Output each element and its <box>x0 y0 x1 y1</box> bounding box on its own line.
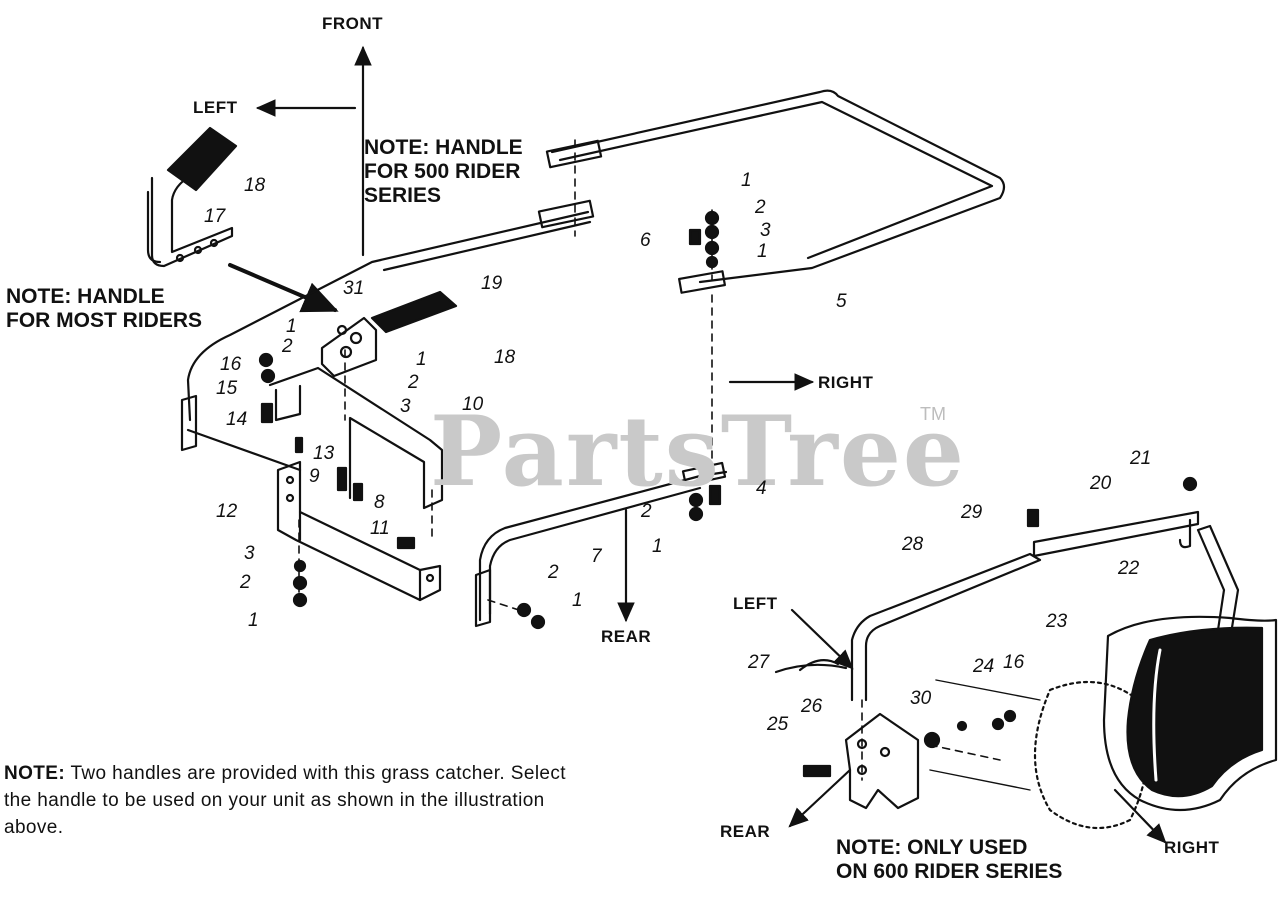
callout-2-e: 2 <box>755 197 766 218</box>
watermark-trademark: TM <box>920 404 946 424</box>
callout-18-top: 18 <box>244 175 266 196</box>
rod-end-bracket-d <box>681 461 727 487</box>
frame-rod-upper <box>550 89 1006 284</box>
callout-21: 21 <box>1130 448 1152 469</box>
callout-6: 6 <box>640 230 651 251</box>
callout-31: 31 <box>343 278 365 299</box>
callout-10: 10 <box>462 394 484 415</box>
callout-2-b: 2 <box>408 372 419 393</box>
handle-18-grip-mid <box>370 290 458 334</box>
callout-24: 24 <box>973 656 995 677</box>
hitch-bracket-10 <box>268 366 444 510</box>
callout-1-e: 1 <box>741 170 752 191</box>
catcher-hanger <box>1196 524 1240 642</box>
mount-plate-12-lip <box>298 510 422 602</box>
callout-2-f: 2 <box>641 501 652 522</box>
callout-3-b: 3 <box>244 543 255 564</box>
callout-1-b: 1 <box>416 349 427 370</box>
footnote-text: Two handles are provided with this grass… <box>4 763 566 838</box>
bag-fill <box>1126 626 1264 798</box>
rod-end-bracket-c <box>678 270 726 294</box>
callout-20: 20 <box>1090 473 1112 494</box>
callout-17: 17 <box>204 206 226 227</box>
rod-end-bracket-a <box>545 139 603 169</box>
callout-1-c: 1 <box>248 610 259 631</box>
callout-30: 30 <box>910 688 932 709</box>
left-label-bottom: LEFT <box>733 594 778 613</box>
hitch-bracket-10-side <box>274 384 302 422</box>
side-rod-7 <box>186 428 302 472</box>
callout-7: 7 <box>591 546 602 567</box>
front-label: FRONT <box>322 14 384 33</box>
wheel-axle-line <box>929 679 1041 791</box>
callout-1-d: 1 <box>572 590 583 611</box>
rod-end-f <box>180 394 198 452</box>
wheel-outline <box>1033 680 1149 830</box>
rear-label-mid: REAR <box>601 627 652 646</box>
callout-3-c: 3 <box>760 220 771 241</box>
handle-17-edge <box>146 190 162 264</box>
footnote: NOTE: Two handles are provided with this… <box>4 760 584 841</box>
frame-rod-lower <box>382 220 592 272</box>
callout-1-g: 1 <box>652 536 663 557</box>
left-arrow-bottom <box>790 608 854 670</box>
hairpin-27 <box>774 659 848 674</box>
note-handle-500: NOTE: HANDLE FOR 500 RIDER SERIES <box>364 136 523 207</box>
watermark-brand: PartsTree <box>430 395 966 508</box>
callout-1-a: 1 <box>286 316 297 337</box>
rod-end-bracket-b <box>537 199 595 229</box>
callout-16-b: 16 <box>1003 652 1025 673</box>
right-label-bottom: RIGHT <box>1164 838 1220 857</box>
callout-13: 13 <box>313 443 335 464</box>
rod-20 <box>1032 510 1200 558</box>
rod-end-e <box>474 568 492 628</box>
callout-9: 9 <box>309 466 320 487</box>
right-arrow-bottom <box>1113 788 1167 844</box>
callout-4: 4 <box>756 478 767 499</box>
callout-25: 25 <box>767 714 789 735</box>
catcher-frame-rod <box>186 210 590 422</box>
callout-2-c: 2 <box>240 572 251 593</box>
callout-23: 23 <box>1046 611 1068 632</box>
callout-19: 19 <box>481 273 503 294</box>
callout-5: 5 <box>836 291 847 312</box>
side-rod-7-b <box>478 470 728 622</box>
callout-27: 27 <box>748 652 770 673</box>
mount-plate-12 <box>276 460 442 602</box>
footnote-label: NOTE: <box>4 763 66 784</box>
note-handle-most: NOTE: HANDLE FOR MOST RIDERS <box>6 285 203 332</box>
note-only-600: NOTE: ONLY USED ON 600 RIDER SERIES <box>836 836 1063 883</box>
handle-mount-plate <box>320 316 378 378</box>
callout-28: 28 <box>902 534 924 555</box>
frame-rod-upper-inner <box>558 100 994 260</box>
bracket-26 <box>844 712 920 810</box>
right-label-top: RIGHT <box>818 373 874 392</box>
callout-2-a: 2 <box>282 336 293 357</box>
callout-14: 14 <box>226 409 248 430</box>
callout-11: 11 <box>370 518 390 539</box>
callout-29: 29 <box>961 502 983 523</box>
callout-18-mid: 18 <box>494 347 516 368</box>
callout-2-d: 2 <box>548 562 559 583</box>
callout-8: 8 <box>374 492 385 513</box>
callout-1-f: 1 <box>757 241 768 262</box>
install-arrow <box>228 263 339 313</box>
callout-22: 22 <box>1118 558 1140 579</box>
rear-arrow-bottom <box>788 768 852 828</box>
side-rod-7-c <box>488 486 702 616</box>
handle-18-grip <box>166 126 238 192</box>
callout-16-a: 16 <box>220 354 242 375</box>
callout-12: 12 <box>216 501 238 522</box>
rod-28 <box>850 552 1042 702</box>
grass-catcher-bag-23 <box>1102 615 1278 812</box>
left-label-top: LEFT <box>193 98 238 117</box>
bag-seam <box>1152 648 1162 782</box>
callout-3-a: 3 <box>400 396 411 417</box>
rear-label-bottom: REAR <box>720 822 771 841</box>
hook-22 <box>1178 518 1192 549</box>
callout-26: 26 <box>801 696 823 717</box>
callout-15: 15 <box>216 378 238 399</box>
